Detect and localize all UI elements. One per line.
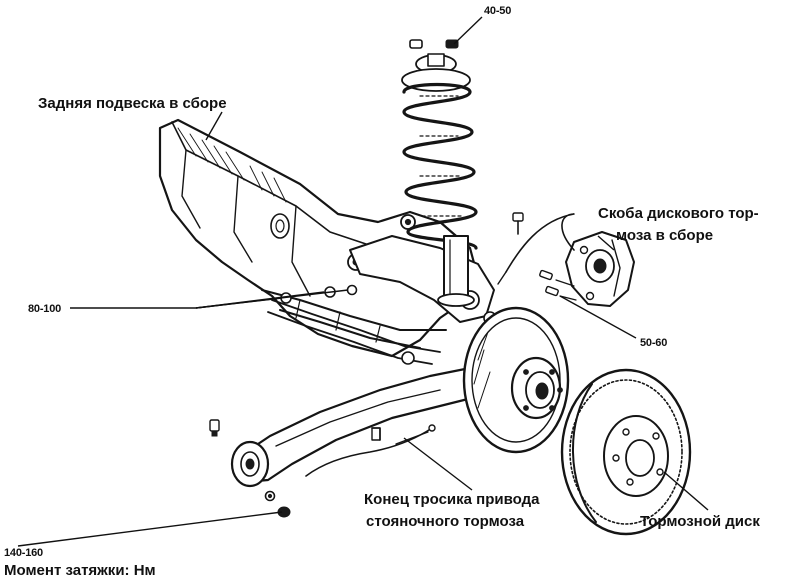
parking-brake-cable	[305, 424, 436, 477]
label-cable-end-line1: Конец тросика привода	[364, 491, 540, 508]
leader-lines	[17, 16, 709, 547]
torque-label-lower-bolt: 140-160	[4, 547, 43, 559]
torque-label-caliper-bolts: 50-60	[640, 337, 667, 349]
bleeder-bolt	[512, 212, 524, 235]
torque-label-crossmember: 80-100	[28, 303, 61, 315]
top-nut-assembly	[409, 39, 459, 49]
lower-fasteners	[209, 419, 291, 518]
label-caliper-line1: Скоба дискового тор-	[598, 205, 759, 222]
coil-spring-strut	[401, 53, 478, 307]
label-torque-units: Момент затяжки: Нм	[4, 562, 156, 579]
brake-caliper	[497, 213, 635, 307]
label-caliper-line2: моза в сборе	[616, 227, 713, 244]
label-brake-disc: Тормозной диск	[640, 513, 760, 530]
trailing-arm	[230, 299, 490, 488]
brake-disc	[560, 368, 692, 536]
torque-label-top-nut: 40-50	[484, 5, 511, 17]
label-rear-suspension: Задняя подвеска в сборе	[38, 95, 227, 112]
hub-and-dust-shield	[462, 306, 570, 454]
label-cable-end-line2: стояночного тормоза	[366, 513, 525, 530]
